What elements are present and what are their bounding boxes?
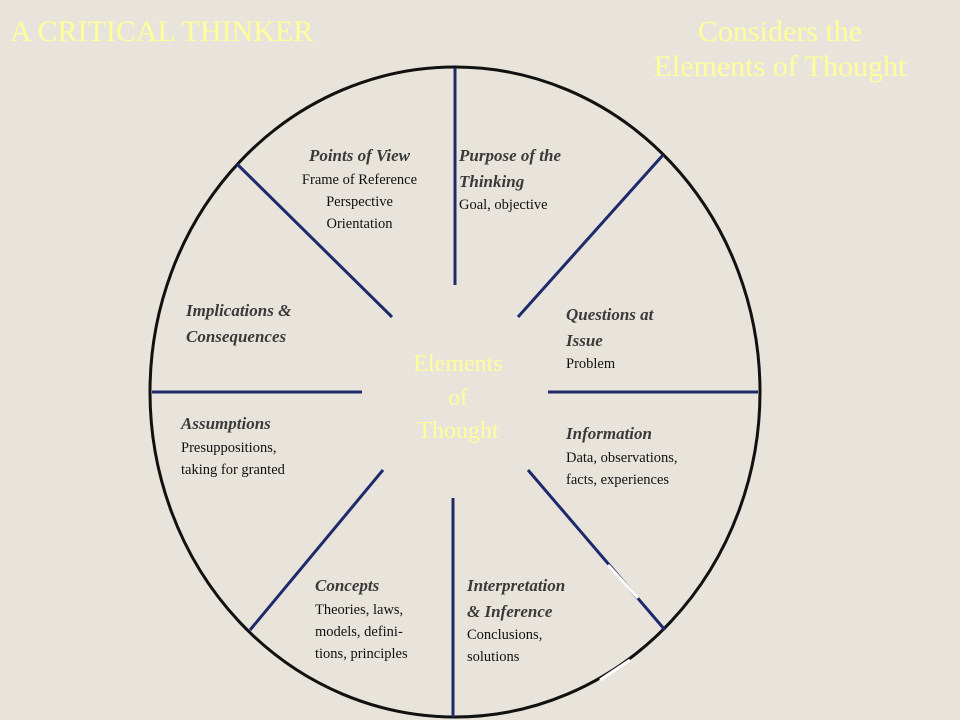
segment-heading: Interpretation — [467, 576, 566, 595]
rim-notch-mark — [599, 563, 640, 682]
segment-detail: Data, observations, — [566, 449, 678, 466]
center-line-3: Thought — [417, 418, 499, 445]
subtitle-line-2: Elements of Thought — [653, 50, 907, 84]
segment-heading: Purpose of the — [459, 146, 561, 165]
segment-detail: Theories, laws, — [315, 601, 404, 618]
segment-detail: Perspective — [326, 193, 393, 210]
center-line-2: of — [448, 384, 468, 411]
segment-detail: Goal, objective — [459, 197, 548, 213]
segment-heading: Information — [566, 424, 652, 443]
segment-detail: Frame of Reference — [301, 171, 418, 188]
segment-points-of-view: Points of View Frame of Reference Perspe… — [282, 143, 437, 236]
spoke-top-right — [516, 153, 665, 319]
segment-detail: Orientation — [326, 216, 393, 233]
spoke-bottom-right — [526, 469, 667, 631]
segment-detail: Problem — [566, 356, 616, 372]
segment-heading: Implications & — [186, 301, 292, 320]
spoke-top-left — [235, 162, 394, 319]
segment-heading: & Inference — [467, 601, 553, 621]
segment-assumptions: Assumptions Presuppositions, taking for … — [181, 411, 351, 481]
center-line-1: Elements — [413, 351, 503, 377]
segment-questions-at-issue: Questions at Issue Problem — [566, 302, 736, 375]
segment-heading: Assumptions — [181, 414, 271, 433]
segment-detail: facts, experiences — [566, 471, 670, 488]
segment-implications: Implications & Consequences — [186, 298, 361, 349]
segment-heading: Consequences — [186, 326, 287, 346]
segment-detail: taking for granted — [181, 461, 285, 478]
subtitle-line-1: Considers the — [697, 15, 863, 48]
segment-heading: Concepts — [315, 576, 380, 595]
segment-detail: Conclusions, — [467, 627, 543, 643]
segment-detail: tions, principles — [315, 646, 408, 663]
segment-interpretation: Interpretation & Inference Conclusions, … — [467, 573, 637, 669]
segment-purpose: Purpose of the Thinking Goal, objective — [459, 143, 634, 216]
segment-detail: models, defini- — [315, 623, 403, 640]
page-title: A CRITICAL THINKER — [10, 15, 314, 48]
segment-concepts: Concepts Theories, laws, models, defini-… — [315, 573, 450, 666]
page-subtitle: Considers the Elements of Thought — [610, 14, 950, 85]
segment-heading: Issue — [566, 330, 603, 350]
segment-heading: Questions at — [566, 305, 654, 324]
segment-heading: Points of View — [308, 146, 411, 165]
spoke-bottom-left — [248, 469, 385, 631]
segment-detail: solutions — [467, 649, 520, 666]
center-label: Elements of Thought — [378, 348, 538, 449]
segment-detail: Presuppositions, — [181, 439, 277, 456]
wheel-rim — [148, 65, 762, 719]
segment-heading: Thinking — [459, 171, 525, 191]
segment-information: Information Data, observations, facts, e… — [566, 421, 741, 491]
